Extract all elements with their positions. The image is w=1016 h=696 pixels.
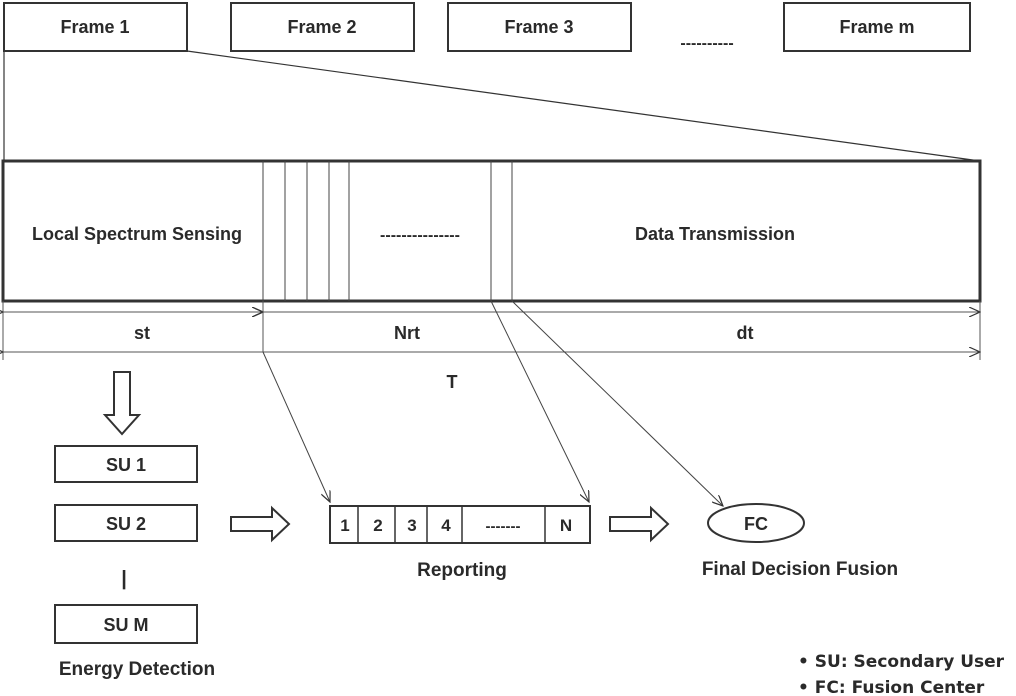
frame-m-label: Frame m	[839, 17, 914, 37]
data-transmission-label: Data Transmission	[635, 224, 795, 244]
reporting-start-connector	[262, 351, 330, 502]
fusion-center-label: FC	[744, 514, 768, 534]
frames-ellipsis: ----------	[680, 35, 733, 52]
reporting-end-connector	[490, 300, 589, 502]
st-label: st	[134, 323, 150, 343]
su-m-label: SU M	[104, 615, 149, 635]
frame-1-label: Frame 1	[60, 17, 129, 37]
nrt-label: Nrt	[394, 323, 420, 343]
frame-3-box: Frame 3	[447, 2, 632, 52]
slot-2: 2	[373, 516, 382, 535]
legend: • SU: Secondary User • FC: Fusion Center	[798, 652, 1005, 696]
dt-label: dt	[737, 323, 754, 343]
su-2-box: SU 2	[54, 504, 198, 542]
reporting-slots: 1 2 3 4 ------- N	[329, 505, 591, 544]
legend-su: • SU: Secondary User	[798, 652, 1005, 672]
slot-n: N	[560, 516, 572, 535]
total-duration-label: T	[447, 372, 458, 392]
final-decision-fusion-caption: Final Decision Fusion	[702, 559, 898, 580]
right-arrow-icon	[609, 505, 670, 543]
secondary-users: SU 1 SU 2 | SU M Energy Detection	[54, 445, 215, 680]
slot-ellipsis: -------	[486, 518, 521, 535]
legend-fc: • FC: Fusion Center	[798, 678, 985, 696]
duration-dimensions: st Nrt dt T	[3, 301, 980, 392]
reporting-caption: Reporting	[417, 560, 507, 581]
energy-detection-caption: Energy Detection	[59, 659, 215, 680]
down-arrow-icon	[102, 371, 142, 436]
frame-2-label: Frame 2	[287, 17, 356, 37]
su-2-label: SU 2	[106, 514, 146, 534]
zoom-line-right	[186, 50, 981, 162]
slot-3: 3	[407, 516, 416, 535]
reporting-dashes: ---------------	[380, 227, 460, 244]
su-1-label: SU 1	[106, 455, 146, 475]
right-arrow-icon	[230, 505, 291, 543]
fusion-connector	[511, 300, 723, 506]
su-separator: |	[121, 568, 127, 590]
su-1-box: SU 1	[54, 445, 198, 483]
frame-3-label: Frame 3	[504, 17, 573, 37]
sensing-label: Local Spectrum Sensing	[32, 224, 242, 244]
frame-2-box: Frame 2	[230, 2, 415, 52]
frame-timeline: Local Spectrum Sensing --------------- D…	[1, 159, 982, 303]
frame-1-box: Frame 1	[3, 2, 188, 52]
frame-m-box: Frame m	[783, 2, 971, 52]
slot-4: 4	[441, 516, 451, 535]
su-m-box: SU M	[54, 604, 198, 644]
frame-row: Frame 1 Frame 2 Frame 3 ---------- Frame…	[3, 2, 971, 52]
slot-1: 1	[340, 516, 349, 535]
fusion-center-node	[707, 503, 805, 543]
